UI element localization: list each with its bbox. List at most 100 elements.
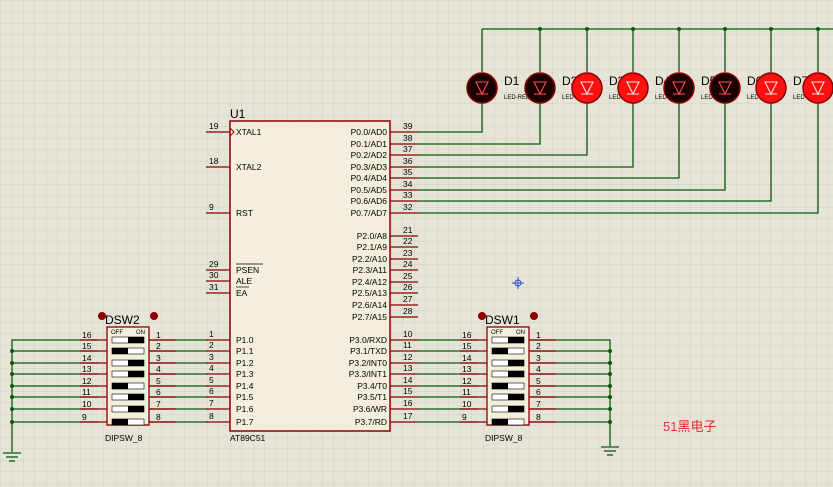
chip-pin-p15[interactable]: 6P1.5 [206,386,254,402]
ground-symbol-right [601,446,619,456]
pin-name: XTAL2 [236,162,262,172]
led-body [466,72,498,104]
pin-number: 37 [403,144,413,154]
chip-pin-p17[interactable]: 8P1.7 [206,411,254,427]
chip-pin-p14[interactable]: 5P1.4 [206,375,254,391]
chip-ref-label: U1 [230,107,246,121]
pin-name: P1.6 [236,404,254,414]
chip-pin-p13[interactable]: 4P1.3 [206,363,254,379]
dipswitch-right-pin-number: 3 [156,353,161,363]
mcu-chip[interactable]: U1 AT89C51 19XTAL118XTAL29RST29PSEN30ALE… [206,107,418,443]
pin-name: P0.7/AD7 [351,208,388,218]
chip-pin-p12[interactable]: 3P1.2 [206,352,254,368]
pin-name: P1.5 [236,392,254,402]
dipswitch-part-label: DIPSW_8 [105,433,143,443]
led-diode-icon [580,81,594,96]
dipswitch-on-label: ON [136,330,145,336]
wire-p06 [418,103,772,202]
led-d8[interactable]: D8LED-RED [802,72,833,104]
chip-pin-p11[interactable]: 2P1.1 [206,340,254,356]
pin-name: P1.7 [236,417,254,427]
pin-name: P1.0 [236,335,254,345]
pin-name: P2.6/A14 [352,300,387,310]
led-d6[interactable]: D6LED-RED [709,72,774,104]
pin-number: 34 [403,179,413,189]
led-diode-icon [718,81,732,96]
dipswitch-handle-icon [530,312,538,320]
led-array[interactable]: D1LED-REDD2LED-REDD3LED-REDD4LED-REDD5LE… [466,72,833,104]
wire-p03 [418,103,634,168]
dipswitch-off-label: OFF [111,330,123,336]
dipswitch-right-pin-number: 6 [156,387,161,397]
led-diode-icon [626,81,640,96]
dipswitch-left-pin-number: 15 [462,341,472,351]
watermark-text: 51黑电子 [663,419,716,434]
chip-pin-p10[interactable]: 1P1.0 [206,329,254,345]
pin-number: 30 [209,270,219,280]
pin-number: 7 [209,398,214,408]
pin-name: P3.6/WR [353,404,387,414]
dsw2-left-bus [11,339,98,423]
chip-pin-p16[interactable]: 7P1.6 [206,398,254,414]
pin-number: 1 [209,329,214,339]
dipswitch-left-pin-number: 9 [462,412,467,422]
pin-number: 6 [209,386,214,396]
dipswitch-right-pin-number: 2 [156,341,161,351]
pin-name: P0.0/AD0 [351,127,388,137]
led-body [663,72,695,104]
pin-name: P3.4/T0 [357,381,387,391]
